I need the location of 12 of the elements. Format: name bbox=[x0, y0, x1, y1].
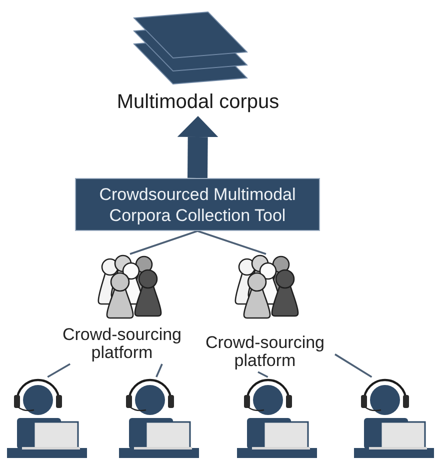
connector-line bbox=[47, 363, 71, 378]
node-label: Multimodal corpus bbox=[116, 90, 280, 114]
box-label: Crowdsourced Multimodal Corpora Collection Tool bbox=[98, 184, 297, 226]
block-arrow bbox=[177, 116, 218, 178]
node-label: Crowd-sourcing platform bbox=[61, 326, 183, 362]
connector-line bbox=[197, 230, 266, 255]
connector-line bbox=[156, 364, 163, 378]
connector-line bbox=[334, 354, 372, 378]
connector-line bbox=[258, 371, 268, 378]
node-label: Crowd-sourcing platform bbox=[204, 334, 326, 370]
process-box bbox=[75, 178, 320, 231]
connector-line bbox=[130, 230, 198, 255]
